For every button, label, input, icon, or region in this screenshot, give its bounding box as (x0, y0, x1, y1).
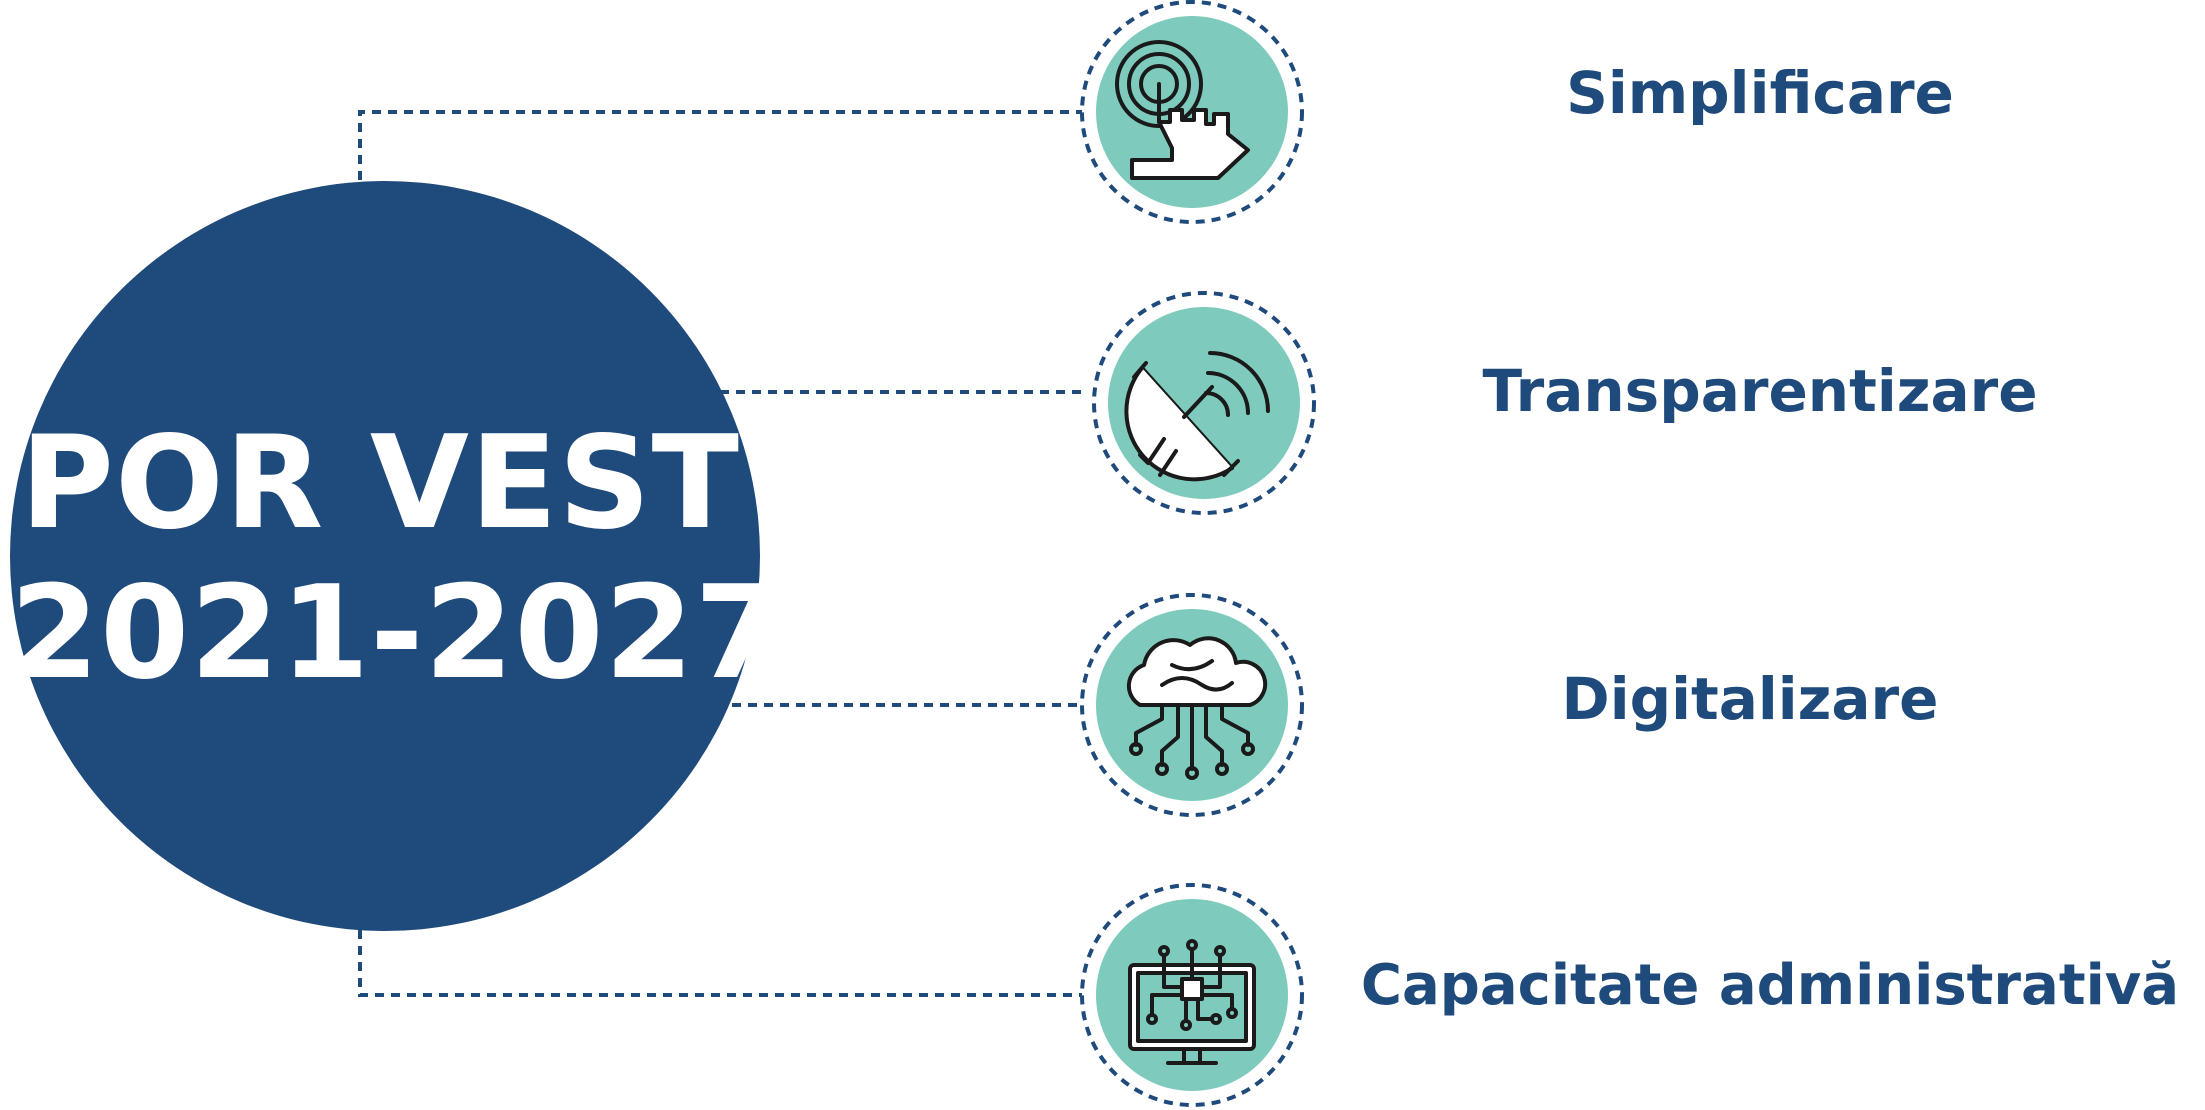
connector-capacitate (358, 930, 1082, 997)
pillar-icon-simplificare (1080, 0, 1304, 224)
icon-dashed-ring (1080, 883, 1304, 1107)
pillar-label-transparentizare: Transparentizare (1482, 357, 2038, 425)
pillar-icon-digitalizare (1080, 593, 1304, 817)
touch-hand-icon (1115, 40, 1250, 180)
monitor-circuit-icon (1128, 939, 1256, 1065)
icon-dashed-ring (1080, 0, 1304, 224)
cloud-circuit-icon (1126, 636, 1268, 780)
pillar-label-digitalizare: Digitalizare (1561, 665, 1939, 733)
hub-title-line2: 2021-2027 (10, 559, 785, 708)
icon-dashed-ring (1092, 291, 1316, 515)
hub-title-line1: POR VEST (20, 409, 740, 558)
hub-circle (10, 181, 760, 931)
satellite-dish-icon (1124, 351, 1270, 482)
icon-dashed-ring (1080, 593, 1304, 817)
connector-simplificare (358, 110, 1082, 180)
connectors (358, 110, 1086, 997)
pillar-icon-capacitate (1080, 883, 1304, 1107)
pillar-label-capacitate: Capacitate administrativă (1360, 953, 2180, 1018)
pillar-icon-transparentizare (1092, 291, 1316, 515)
pillar-label-simplificare: Simplificare (1566, 59, 1954, 127)
